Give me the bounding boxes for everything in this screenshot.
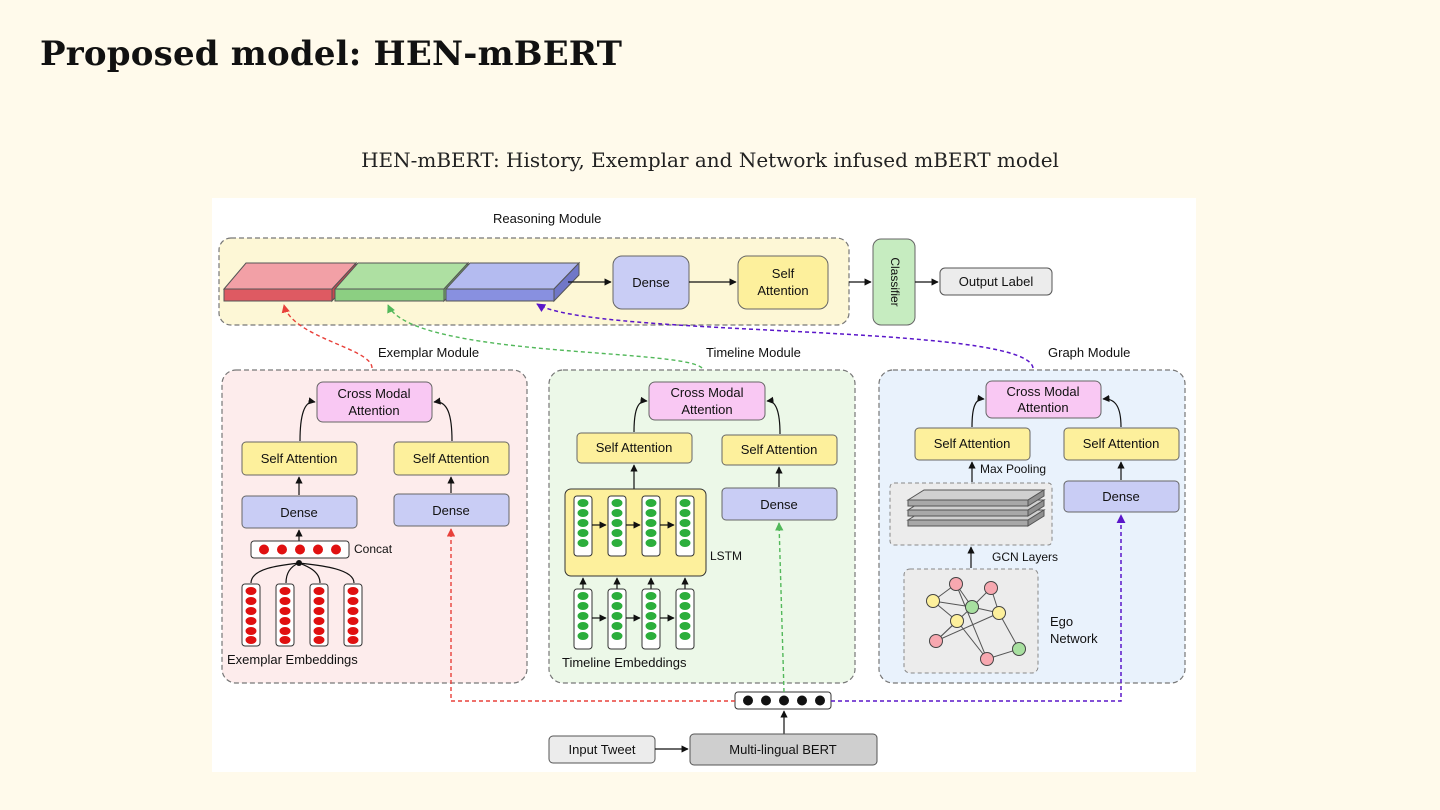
graph-cross-modal-label: Attention bbox=[1017, 400, 1068, 415]
reasoning-self-attention-box bbox=[737, 255, 829, 310]
graph-self-attention-left-box bbox=[914, 427, 1031, 461]
arrow-exemplar-sa-right-to-cross bbox=[433, 397, 453, 442]
graph-self-attention-left-label: Self Attention bbox=[934, 436, 1011, 451]
exemplar-self-attention-left-box bbox=[241, 441, 358, 476]
timeline-self-attention-right-box bbox=[721, 434, 838, 466]
arrow-graph-sa-left-to-cross bbox=[971, 394, 985, 428]
dashed-graph-to-reasoning bbox=[536, 303, 1034, 369]
lstm-block bbox=[564, 488, 707, 577]
graph-self-attention-right-box bbox=[1063, 427, 1180, 461]
reasoning-self-attention-label: Attention bbox=[757, 283, 808, 298]
timeline-embedding-to-lstm-arrows bbox=[579, 577, 689, 589]
lstm-cells bbox=[573, 495, 695, 557]
bert-output-vector-nodes bbox=[743, 695, 825, 706]
ego-network-nodes bbox=[926, 577, 1026, 666]
timeline-module-title: Timeline Module bbox=[706, 345, 801, 360]
arrow-graph-sa-right-to-cross bbox=[1102, 394, 1122, 428]
output-label-box bbox=[939, 267, 1053, 296]
arrow-exemplar-sa-left-to-cross bbox=[299, 397, 316, 442]
timeline-cross-modal-label: Attention bbox=[681, 402, 732, 417]
bert-label: Multi-lingual BERT bbox=[729, 742, 836, 757]
dashed-timeline-to-reasoning bbox=[387, 304, 703, 369]
exemplar-dense-left-box bbox=[241, 495, 358, 529]
timeline-embedding-columns bbox=[573, 588, 695, 650]
exemplar-embedding-columns bbox=[241, 583, 363, 647]
timeline-self-attention-left-label: Self Attention bbox=[596, 440, 673, 455]
gcn-layer-stack bbox=[906, 489, 1046, 527]
exemplar-cross-modal-box bbox=[316, 381, 433, 423]
max-pooling-label: Max Pooling bbox=[980, 462, 1046, 476]
reasoning-self-attention-label: Self bbox=[772, 266, 795, 281]
exemplar-dense-right-label: Dense bbox=[432, 503, 470, 518]
fusion-slab-green bbox=[333, 261, 470, 303]
timeline-self-attention-right-label: Self Attention bbox=[741, 442, 818, 457]
fusion-slab-blue bbox=[444, 261, 581, 303]
timeline-self-attention-left-box bbox=[576, 432, 693, 464]
ego-network-label: Network bbox=[1050, 631, 1098, 646]
ego-network-label: Ego bbox=[1050, 614, 1073, 629]
graph-self-attention-right-label: Self Attention bbox=[1083, 436, 1160, 451]
reasoning-dense-label: Dense bbox=[632, 275, 670, 290]
exemplar-merge-lines bbox=[250, 562, 355, 584]
exemplar-embeddings-label: Exemplar Embeddings bbox=[227, 652, 358, 667]
timeline-cross-modal-box bbox=[648, 381, 766, 421]
graph-cross-modal-label: Cross Modal bbox=[1007, 384, 1080, 399]
bert-box bbox=[689, 733, 878, 766]
dashed-bert-to-exemplar-dense bbox=[446, 528, 735, 702]
lstm-label: LSTM bbox=[710, 549, 742, 563]
timeline-dense-box bbox=[721, 487, 838, 521]
graph-dense-box bbox=[1063, 480, 1180, 513]
arrow-timeline-sa-left-to-cross bbox=[633, 396, 648, 433]
dashed-exemplar-to-reasoning bbox=[281, 304, 373, 369]
graph-module-title: Graph Module bbox=[1048, 345, 1130, 360]
arrow-timeline-sa-right-to-cross bbox=[766, 396, 781, 435]
model-diagram: Reasoning Module Dense Self Attention Cl… bbox=[212, 198, 1196, 772]
exemplar-dense-left-label: Dense bbox=[280, 505, 318, 520]
exemplar-cross-modal-label: Cross Modal bbox=[338, 386, 411, 401]
timeline-dense-label: Dense bbox=[760, 497, 798, 512]
gcn-layers-label: GCN Layers bbox=[992, 550, 1058, 564]
concat-label: Concat bbox=[354, 542, 393, 556]
output-label: Output Label bbox=[959, 274, 1034, 289]
diagram-caption: HEN-mBERT: History, Exemplar and Network… bbox=[361, 148, 1059, 172]
exemplar-dense-right-box bbox=[393, 493, 510, 527]
exemplar-self-attention-left-label: Self Attention bbox=[261, 451, 338, 466]
input-tweet-label: Input Tweet bbox=[569, 742, 636, 757]
dashed-bert-to-graph-dense bbox=[831, 514, 1126, 702]
classifier-label: Classifier bbox=[888, 257, 902, 306]
timeline-cross-modal-label: Cross Modal bbox=[671, 385, 744, 400]
slide-title: Proposed model: HEN-mBERT bbox=[40, 34, 623, 74]
exemplar-self-attention-right-box bbox=[393, 441, 510, 476]
reasoning-module-title: Reasoning Module bbox=[493, 211, 601, 226]
exemplar-cross-modal-label: Attention bbox=[348, 403, 399, 418]
graph-dense-label: Dense bbox=[1102, 489, 1140, 504]
exemplar-self-attention-right-label: Self Attention bbox=[413, 451, 490, 466]
dashed-bert-to-timeline-dense bbox=[775, 522, 785, 693]
timeline-embeddings-label: Timeline Embeddings bbox=[562, 655, 687, 670]
graph-cross-modal-box bbox=[985, 380, 1102, 419]
exemplar-module-title: Exemplar Module bbox=[378, 345, 479, 360]
concat-vector-nodes bbox=[259, 544, 341, 555]
